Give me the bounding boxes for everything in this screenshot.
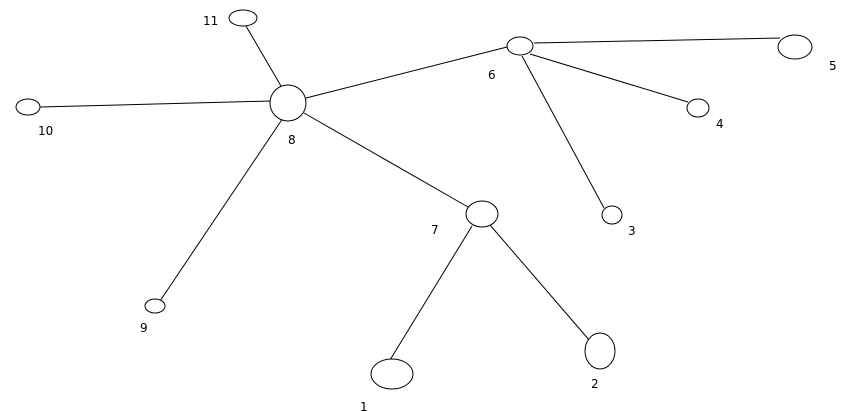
node-label-8: 8 [288,133,296,147]
node-label-4: 4 [716,117,724,131]
node-5 [777,34,813,60]
labels: 11 8 10 6 5 4 3 7 9 1 2 [38,14,837,411]
node-7 [465,200,499,228]
node-label-9: 9 [140,321,148,335]
edge-8-6 [305,46,508,99]
node-1 [370,358,414,390]
node-label-10: 10 [38,124,53,138]
node-9 [144,298,166,314]
node-label-5: 5 [829,59,837,73]
node-4 [686,98,710,118]
edge-8-11 [245,25,282,87]
node-11 [228,9,258,27]
edge-8-10 [39,100,272,108]
edge-7-2 [489,224,591,342]
edge-7-1 [389,225,473,361]
node-label-2: 2 [591,377,599,391]
edge-8-7 [303,112,469,208]
edges [39,25,781,361]
node-6 [506,36,534,56]
edge-6-3 [521,55,605,209]
node-label-6: 6 [488,68,496,82]
node-label-3: 3 [628,224,636,238]
node-label-7: 7 [431,223,439,237]
edge-6-4 [529,53,689,103]
edge-8-9 [159,117,284,302]
node-2 [584,332,616,370]
node-8 [269,84,307,122]
edge-6-5 [533,37,781,44]
node-label-1: 1 [360,400,368,411]
nodes [15,9,813,390]
node-label-11: 11 [203,14,218,28]
node-10 [15,98,41,116]
node-3 [601,205,623,225]
